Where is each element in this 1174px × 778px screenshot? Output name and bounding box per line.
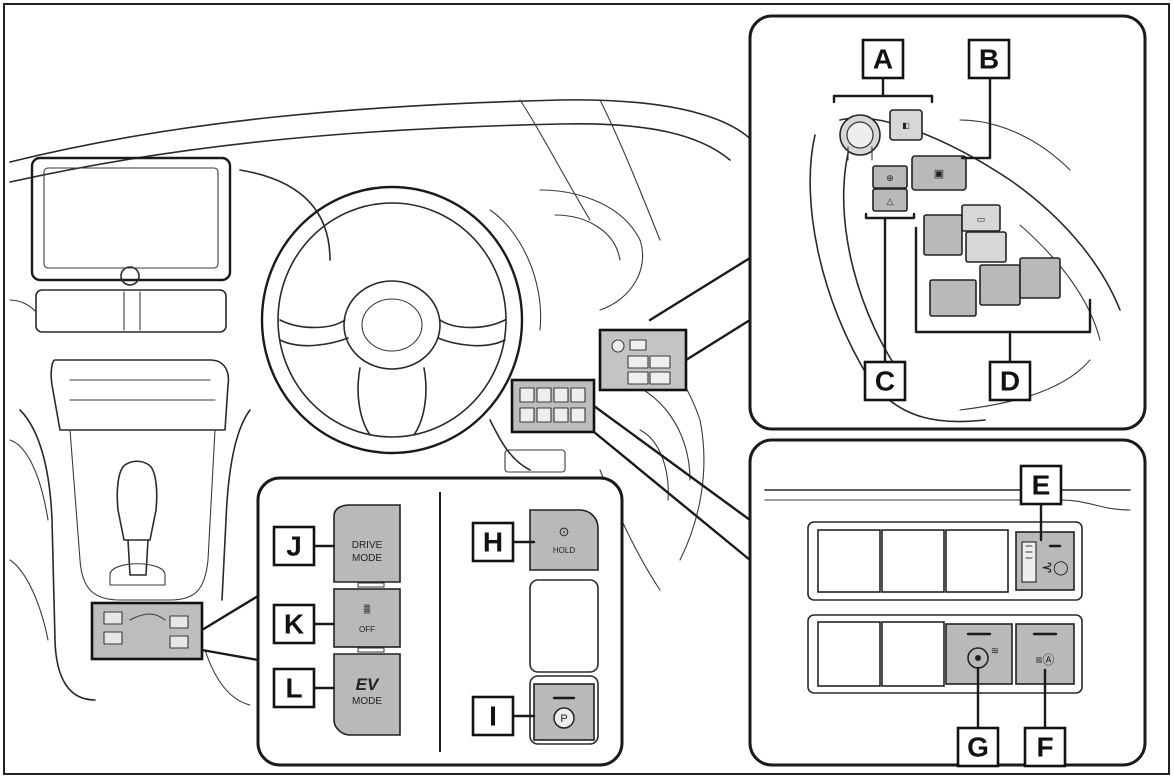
svg-text:B: B (979, 44, 999, 75)
svg-text:I: I (489, 701, 497, 732)
label-L: L (272, 667, 316, 709)
svg-text:E: E (1032, 470, 1051, 501)
outer-frame (3, 3, 1170, 775)
traction-icon: ⩩ (363, 601, 371, 618)
svg-text:≋: ≋ (991, 646, 999, 657)
svg-text:F: F (1036, 732, 1053, 763)
svg-text:D: D (1000, 366, 1020, 397)
svg-text:DRIVE: DRIVE (352, 540, 383, 551)
svg-text:A: A (873, 44, 893, 75)
label-F: F (1023, 726, 1067, 768)
callout-leaders (200, 256, 752, 662)
label-A: A (861, 38, 905, 80)
label-E: E (1019, 464, 1063, 506)
svg-text:▭: ▭ (977, 214, 986, 224)
svg-text:◧: ◧ (902, 121, 910, 130)
svg-text:HOLD: HOLD (553, 546, 575, 555)
svg-text:G: G (967, 732, 989, 763)
svg-text:MODE: MODE (352, 553, 382, 564)
svg-text:H: H (483, 527, 503, 558)
svg-text:MODE: MODE (352, 696, 382, 707)
svg-text:EV: EV (356, 675, 380, 694)
label-B: B (967, 38, 1011, 80)
brake-hold-icon: ⊙ (559, 524, 570, 539)
instrument-switch-panel: ⊰◯ ≋ ≡Ⓐ E G F (748, 438, 1147, 768)
label-C: C (863, 360, 907, 402)
svg-text:P: P (560, 713, 567, 725)
svg-text:⊕: ⊕ (886, 173, 894, 183)
svg-text:≡Ⓐ: ≡Ⓐ (1035, 653, 1054, 667)
door-switch-panel: ◧ ⊕ △ ▣ ▭ A B (748, 14, 1147, 431)
label-I: I (471, 695, 515, 737)
svg-text:L: L (285, 673, 302, 704)
label-G: G (956, 726, 1000, 768)
svg-text:OFF: OFF (359, 625, 375, 634)
label-K: K (272, 603, 316, 645)
label-H: H (471, 521, 515, 563)
console-switch-panel: DRIVE MODE ⩩ OFF EV MODE ⊙ HOLD P J (256, 476, 624, 767)
svg-text:J: J (286, 531, 302, 562)
label-J: J (272, 525, 316, 567)
svg-text:▣: ▣ (934, 168, 944, 180)
svg-text:⊰◯: ⊰◯ (1041, 559, 1068, 576)
svg-text:△: △ (887, 196, 894, 206)
label-D: D (988, 360, 1032, 402)
svg-text:C: C (875, 366, 895, 397)
svg-text:K: K (284, 609, 304, 640)
